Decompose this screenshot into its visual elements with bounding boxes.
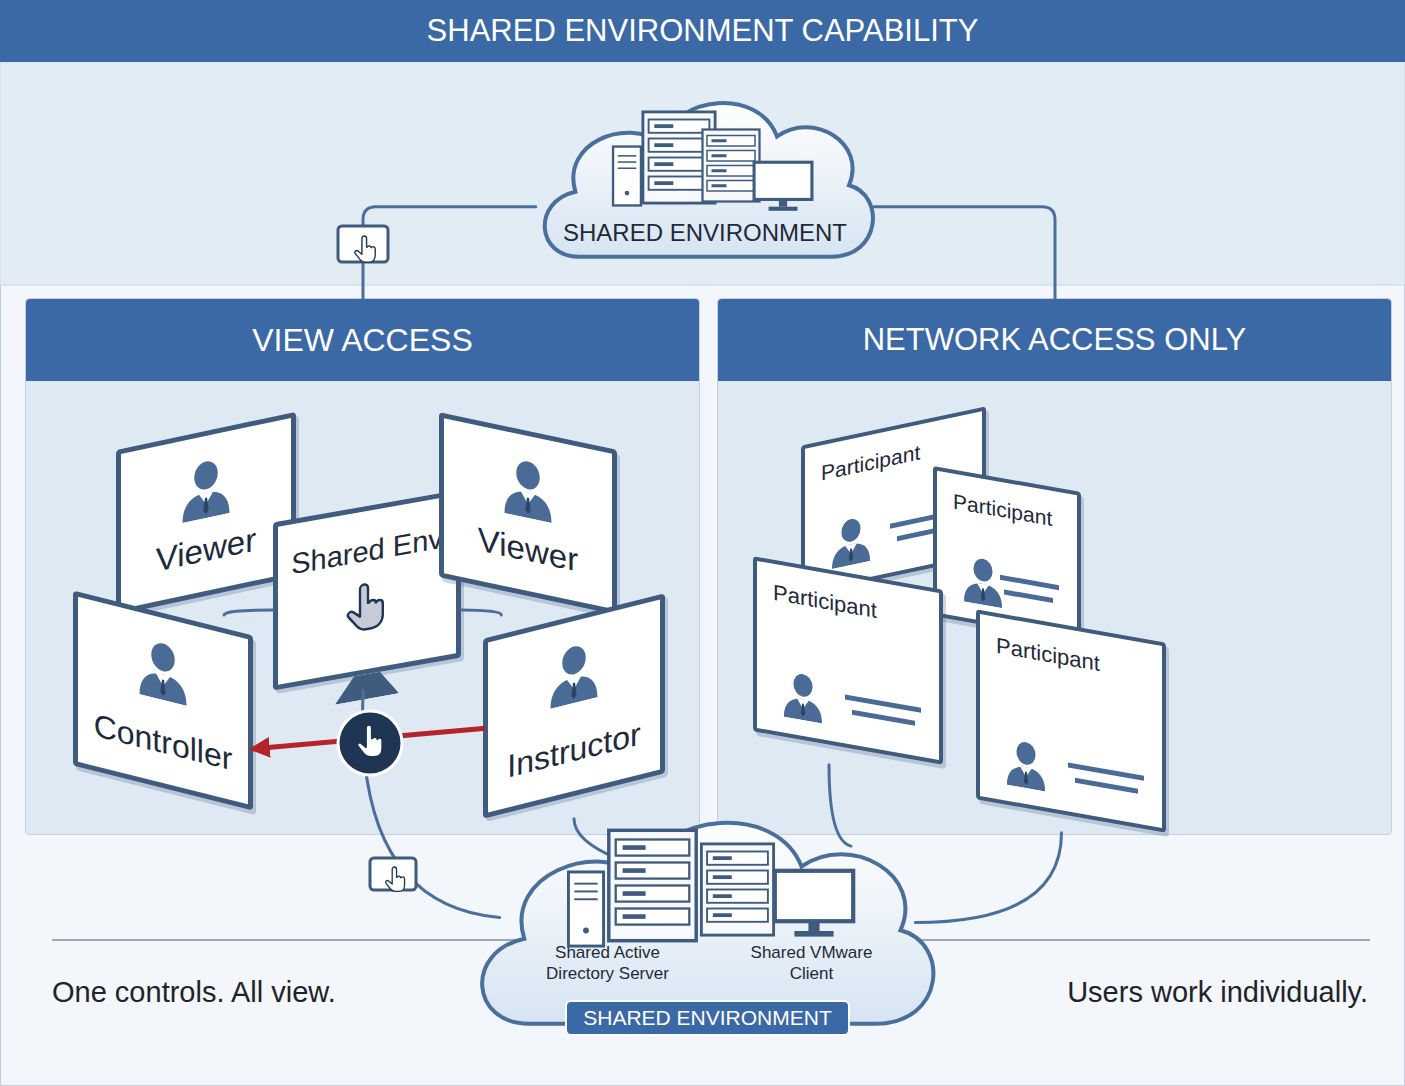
participant-label: Participant [953, 489, 1052, 530]
connector-line [915, 833, 1061, 923]
person-head [841, 517, 860, 544]
upper-band [0, 62, 1405, 285]
text-line-mark [1004, 589, 1053, 603]
participant-label: Participant [821, 440, 920, 485]
person-tie [203, 497, 208, 514]
person-icon [825, 508, 877, 571]
person-icon [496, 447, 560, 525]
person-body [183, 487, 230, 523]
person-tie [571, 682, 576, 699]
monitor-stand [335, 668, 399, 704]
text-line-mark [1075, 778, 1138, 794]
person-tie [525, 497, 530, 514]
participant-label: Participant [773, 580, 877, 624]
cloud-band-label: SHARED ENVIRONMENT [565, 1000, 850, 1036]
footer-note: Users work individually. [1067, 976, 1368, 1009]
monitor-screen: Instructor [483, 593, 665, 818]
hand-icon-box [338, 226, 388, 262]
server-illustration [613, 112, 812, 211]
cloud-title: SHARED ENVIRONMENT [525, 218, 885, 248]
monitor-screen: Controller [73, 591, 253, 811]
control-handoff-badge [338, 711, 402, 775]
cloud-item-label: Shared VMware Client [739, 942, 884, 984]
footer-note: One controls. All view. [52, 976, 336, 1009]
connector-line [363, 691, 500, 918]
participant-label: Participant [996, 633, 1100, 677]
person-body [832, 540, 870, 569]
connector-line [874, 207, 1055, 298]
title-band: SHARED ENVIRONMENT CAPABILITY [0, 0, 1405, 62]
monitor-screen: Viewer [439, 412, 617, 615]
panel-header: VIEW ACCESS [26, 299, 699, 381]
monitor-label: Shared Env [278, 519, 456, 583]
panel-box: NETWORK ACCESS ONLYParticipantParticipan… [717, 298, 1392, 835]
person-head [151, 641, 174, 675]
person-head [516, 459, 539, 492]
panel-header: NETWORK ACCESS ONLY [718, 299, 1391, 381]
person-head [1016, 740, 1035, 766]
person-body [784, 696, 822, 724]
person-head [973, 557, 992, 583]
person-tie [1024, 771, 1028, 785]
person-head [194, 459, 217, 492]
connector-line [224, 610, 273, 615]
connector-arrow [253, 729, 483, 749]
person-tie [801, 703, 805, 717]
cloud-node: Shared Active Directory Server Shared VMw… [455, 790, 950, 1045]
participant-screen: Participant [753, 556, 943, 765]
monitor-screen: Viewer [116, 412, 296, 615]
connector-line [574, 819, 618, 859]
person-icon [542, 631, 606, 711]
hand-cursor-icon [343, 577, 391, 639]
person-body [1007, 764, 1045, 792]
person-head [793, 672, 812, 698]
hand-cursor [348, 581, 383, 632]
person-body [964, 581, 1002, 609]
panel-box: VIEW ACCESS ViewerShared EnvViewerControl… [25, 298, 700, 835]
cloud-item-label: Shared Active Directory Server [525, 942, 690, 984]
monitor-label: Viewer [444, 513, 612, 587]
person-head [562, 644, 585, 678]
server-illustration [568, 830, 853, 946]
participant-screen: Participant [976, 609, 1166, 833]
text-line-mark [852, 710, 915, 726]
person-body [140, 669, 187, 706]
person-tie [160, 679, 165, 696]
person-icon [777, 663, 829, 724]
person-body [505, 487, 552, 523]
hand-icon-box [370, 858, 416, 891]
monitor-label: Instructor [488, 711, 660, 791]
text-line-mark [1000, 575, 1059, 590]
person-tie [981, 588, 985, 602]
person-icon [174, 447, 238, 525]
cloud-outline [482, 823, 933, 1024]
connector-line [829, 765, 851, 846]
person-tie [849, 548, 853, 562]
monitor-screen: Shared Env [273, 489, 461, 690]
cloud-node: SHARED ENVIRONMENT [525, 78, 885, 273]
connector-line [461, 610, 501, 615]
connector-line [363, 207, 536, 298]
person-body [551, 672, 598, 709]
person-icon [131, 628, 195, 708]
monitor-label: Controller [78, 703, 248, 782]
monitor-label: Viewer [121, 513, 291, 587]
person-icon [1000, 731, 1052, 792]
